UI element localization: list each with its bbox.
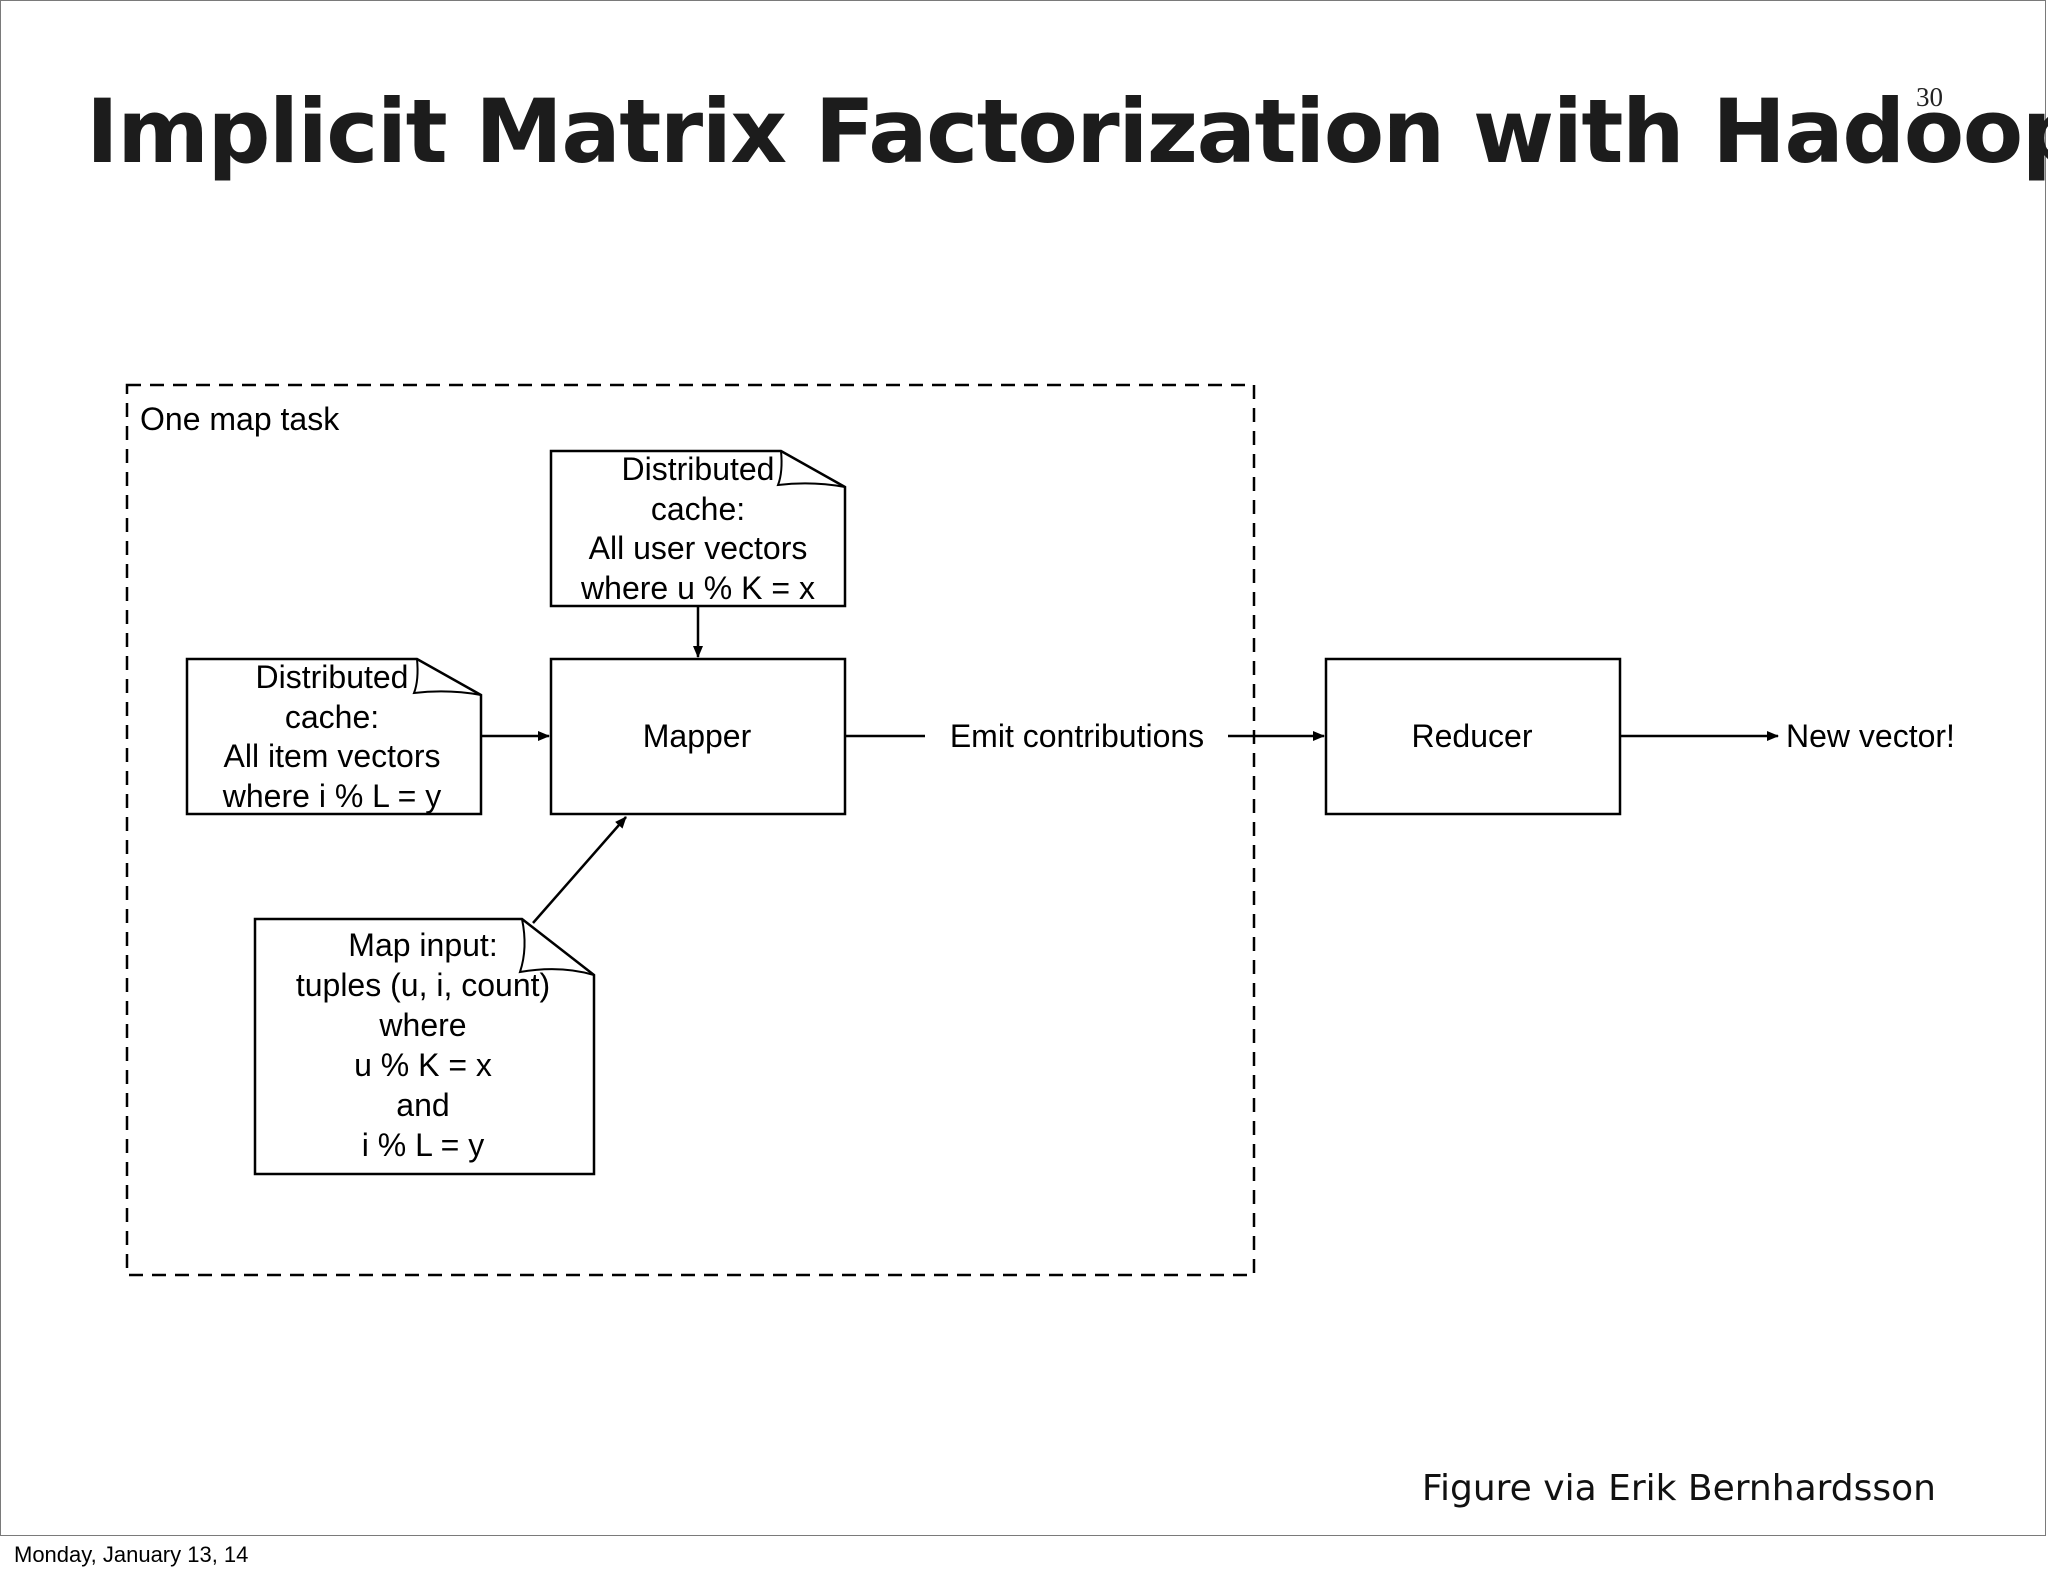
page-number: 30 — [1916, 82, 1943, 112]
map-input-line-6: i % L = y — [362, 1127, 484, 1163]
figure-caption: Figure via Erik Bernhardsson — [1421, 1468, 1936, 1509]
item-cache-line-2: cache: — [285, 699, 379, 735]
mapper-box: Mapper — [549, 657, 847, 816]
item-cache-note: Distributed cache: All item vectors wher… — [185, 657, 483, 816]
emit-contributions-label: Emit contributions — [950, 718, 1204, 754]
reducer-box: Reducer — [1324, 657, 1622, 816]
arrow-map-input-to-mapper — [532, 816, 627, 924]
map-task-label: One map task — [140, 401, 340, 437]
map-task-boundary — [125, 383, 1256, 1277]
new-vector-label: New vector! — [1786, 718, 1955, 754]
slide-title: Implicit Matrix Factorization with Hadoo… — [86, 80, 2048, 183]
item-cache-line-1: Distributed — [256, 659, 409, 695]
mapper-label: Mapper — [643, 718, 752, 754]
user-cache-line-1: Distributed — [622, 451, 775, 487]
map-input-line-5: and — [396, 1087, 449, 1123]
map-input-line-1: Map input: — [348, 927, 497, 963]
map-input-line-2: tuples (u, i, count) — [296, 967, 550, 1003]
map-input-line-4: u % K = x — [354, 1047, 492, 1083]
user-cache-note: Distributed cache: All user vectors wher… — [549, 449, 847, 608]
reducer-label: Reducer — [1412, 718, 1533, 754]
footer-date: Monday, January 13, 14 — [14, 1542, 249, 1567]
user-cache-line-4: where u % K = x — [580, 570, 815, 606]
user-cache-line-3: All user vectors — [589, 530, 808, 566]
map-input-line-3: where — [378, 1007, 466, 1043]
slide-frame — [0, 0, 2046, 1536]
map-task-group: One map task — [125, 383, 1256, 1277]
item-cache-line-3: All item vectors — [224, 738, 441, 774]
item-cache-line-4: where i % L = y — [222, 778, 441, 814]
user-cache-line-2: cache: — [651, 491, 745, 527]
map-input-note: Map input: tuples (u, i, count) where u … — [253, 917, 596, 1176]
